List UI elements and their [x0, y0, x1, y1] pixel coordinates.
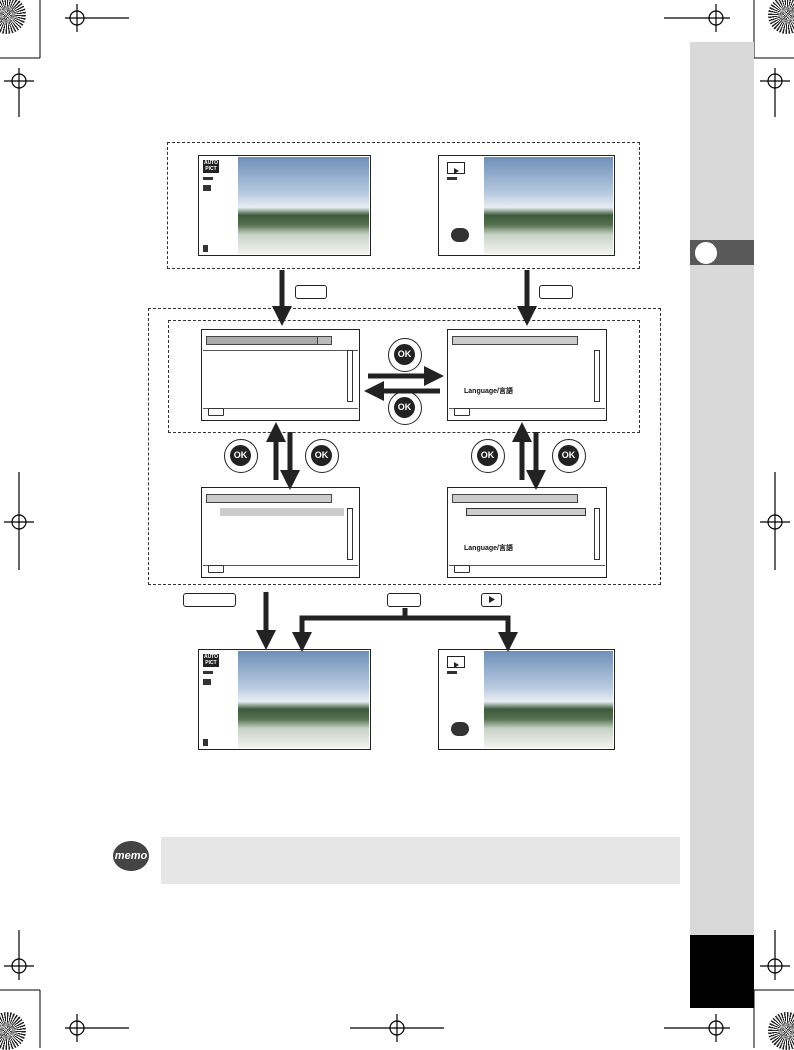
playback-icon [447, 656, 465, 668]
record-submenu-screen [201, 487, 360, 578]
menu-navigation-region [148, 308, 661, 585]
capture-icon-panel [200, 157, 238, 254]
menu-footer-button [454, 565, 470, 573]
four-way-controller-icon [451, 722, 469, 736]
face-detect-icon [203, 185, 211, 191]
ok-left-button[interactable]: OK [388, 391, 422, 425]
menu-scrollbar [347, 508, 353, 560]
menu-button-bottom[interactable] [387, 593, 421, 607]
landscape-photo [238, 651, 369, 748]
menu-tab-bar [452, 336, 578, 345]
battery-icon [203, 177, 213, 180]
setup-submenu-screen: Language/言語 [447, 487, 607, 578]
menu-top-level-region [168, 320, 640, 433]
ok-up-button-left[interactable]: OK [224, 439, 258, 473]
language-menu-item: Language/言語 [464, 545, 514, 552]
landscape-photo [238, 157, 369, 254]
playback-mode-screen-bottom [438, 649, 615, 750]
record-menu-screen [201, 329, 360, 421]
side-chapter-strip [690, 42, 754, 1008]
menu-scrollbar [594, 350, 600, 402]
menu-tab-bar [206, 336, 332, 345]
battery-icon [447, 177, 457, 180]
menu-button-right[interactable] [539, 285, 573, 299]
chapter-number-circle [694, 241, 718, 265]
memory-card-icon [203, 245, 208, 252]
battery-icon [447, 671, 457, 674]
memo-icon: memo [113, 841, 149, 871]
ok-down-button-right[interactable]: OK [552, 439, 586, 473]
ok-label: OK [394, 344, 415, 365]
ok-label: OK [477, 445, 498, 466]
capture-icon-panel [200, 651, 238, 748]
menu-footer-button [208, 408, 224, 416]
page-number-block [690, 935, 754, 1008]
menu-tab-bar [452, 494, 578, 503]
landscape-photo [484, 157, 613, 254]
playback-button[interactable] [481, 593, 502, 607]
top-screens-region [167, 142, 640, 269]
setup-menu-screen: Language/言語 [447, 329, 607, 421]
menu-tab-bar [206, 494, 332, 503]
landscape-photo [484, 651, 613, 748]
menu-footer-divider [203, 408, 358, 409]
print-registration-sunburst-bottom-right [768, 1012, 794, 1050]
menu-button-left[interactable] [295, 285, 327, 299]
menu-footer-divider [203, 565, 358, 566]
menu-footer-button [454, 408, 470, 416]
ok-label: OK [558, 445, 579, 466]
selected-menu-row [466, 508, 586, 516]
shutter-release-button[interactable] [183, 593, 236, 607]
ok-down-button-left[interactable]: OK [305, 439, 339, 473]
ok-right-button[interactable]: OK [388, 338, 422, 372]
selected-menu-row [220, 508, 344, 516]
ok-label: OK [230, 445, 251, 466]
face-detect-icon [203, 679, 211, 685]
memory-card-icon [203, 739, 208, 746]
menu-scrollbar [347, 350, 353, 402]
menu-footer-divider [449, 565, 605, 566]
ok-label: OK [394, 397, 415, 418]
ok-up-button-right[interactable]: OK [471, 439, 505, 473]
menu-footer-divider [449, 408, 605, 409]
ok-label: OK [311, 445, 332, 466]
memo-note-box [161, 837, 680, 884]
language-menu-item: Language/言語 [464, 388, 514, 395]
menu-divider [203, 350, 358, 351]
four-way-controller-icon [451, 228, 469, 242]
menu-footer-button [208, 565, 224, 573]
setup-tab [317, 336, 332, 345]
battery-icon [203, 671, 213, 674]
playback-mode-screen-top [438, 155, 615, 256]
menu-scrollbar [594, 508, 600, 560]
playback-icon [447, 162, 465, 174]
